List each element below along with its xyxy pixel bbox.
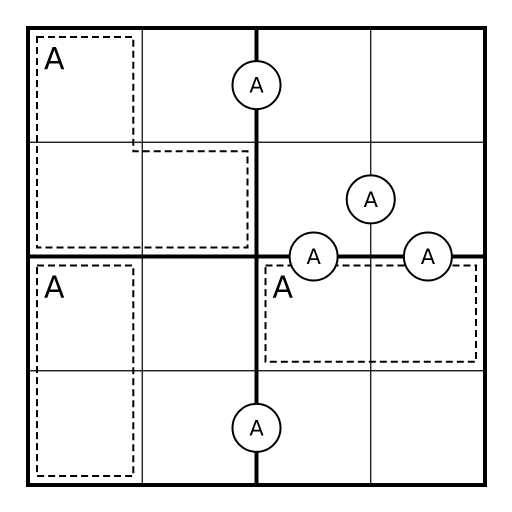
- circle-clue-label: A: [306, 245, 321, 269]
- circle-clue-label: A: [364, 188, 379, 212]
- circle-clue-label: A: [249, 74, 264, 98]
- cage-outline: [36, 36, 249, 249]
- grid-cell-r1c1[interactable]: [28, 28, 143, 143]
- circle-clue-ring: [231, 402, 282, 453]
- circle-clue: A: [345, 174, 396, 225]
- cage-label: A: [273, 271, 294, 306]
- circle-clue: A: [231, 402, 282, 453]
- grid-cell-r4c1[interactable]: [28, 370, 143, 485]
- circle-clue-ring: [231, 60, 282, 111]
- board-border: [26, 26, 487, 487]
- circle-clue-label: A: [421, 245, 436, 269]
- circle-clue: A: [231, 60, 282, 111]
- grid-cell-r3c1[interactable]: [28, 256, 143, 371]
- grid-cell-r4c4[interactable]: [370, 370, 485, 485]
- circle-clue: A: [402, 231, 453, 282]
- cage-outline: [36, 264, 135, 477]
- circle-clue-ring: [288, 231, 339, 282]
- cage-label: A: [44, 271, 65, 306]
- grid-cell-r3c2[interactable]: [142, 256, 257, 371]
- circle-clue: A: [288, 231, 339, 282]
- grid-cell-r2c2[interactable]: [142, 142, 257, 257]
- circle-clue-ring: [402, 231, 453, 282]
- cage-label: A: [44, 42, 65, 77]
- grid-cell-r2c1[interactable]: [28, 142, 143, 257]
- circle-clue-ring: [345, 174, 396, 225]
- circle-clue-label: A: [249, 416, 264, 440]
- grid-cell-r1c4[interactable]: [370, 28, 485, 143]
